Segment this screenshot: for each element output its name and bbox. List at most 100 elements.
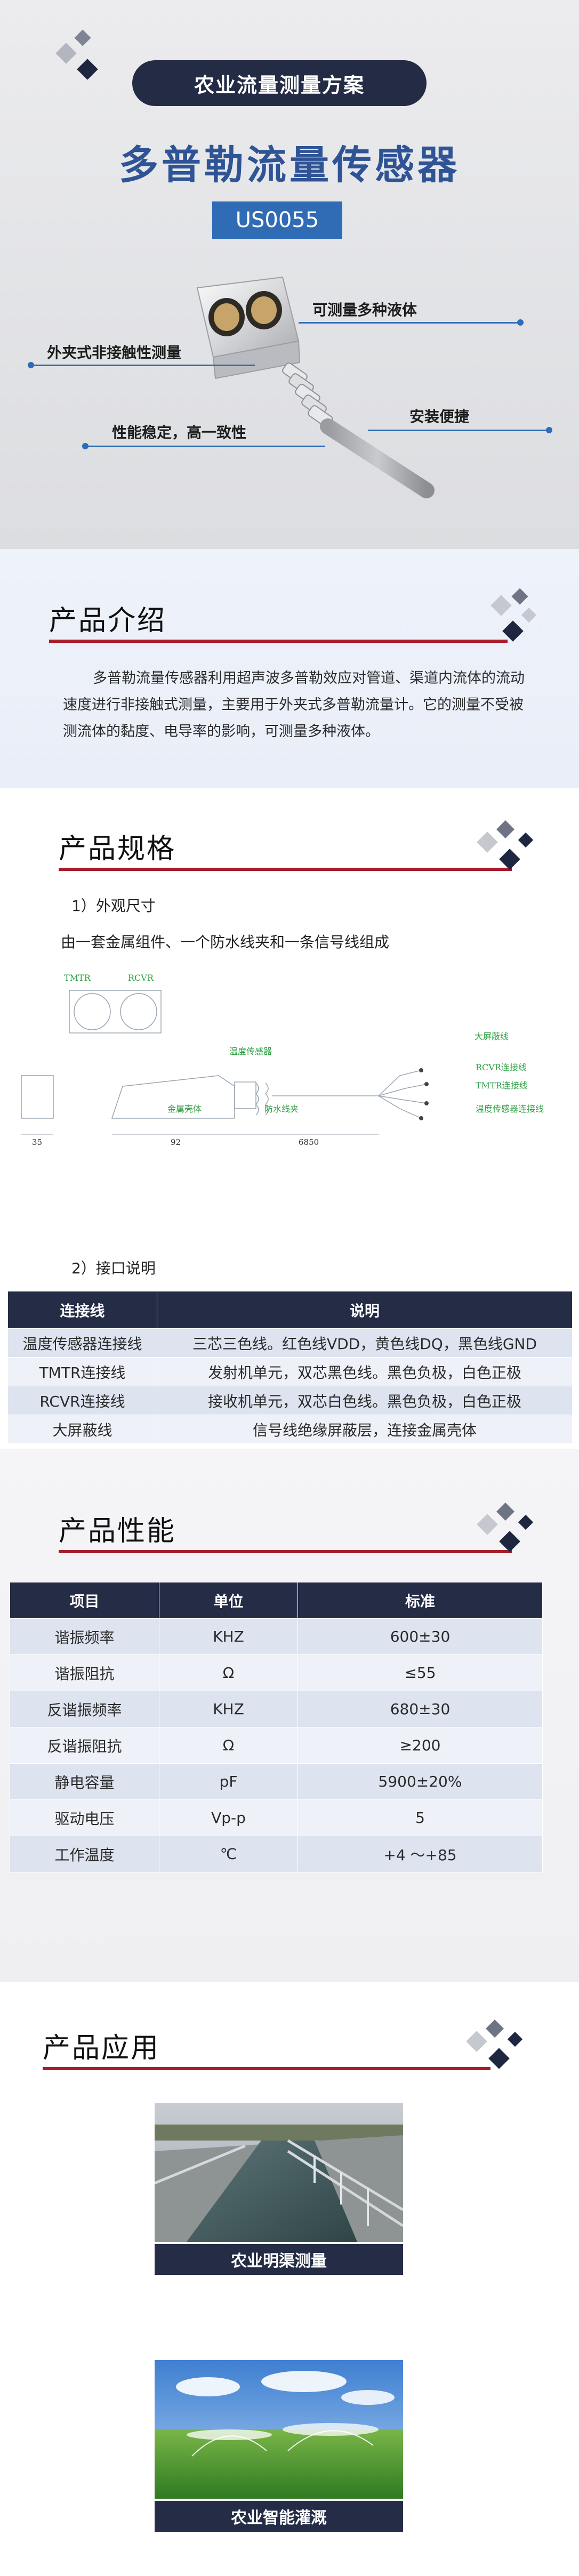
callout-dot [82,443,89,449]
label-tmtr-wire: TMTR连接线 [476,1080,528,1091]
table-header: 标准 [297,1582,543,1619]
table-row: 大屏蔽线 信号线绝缘屏蔽层，连接金属壳体 [7,1415,573,1444]
dimension-description: 由一套金属组件、一个防水线夹和一条信号线组成 [61,933,390,951]
sub-heading-dimensions: 1）外观尺寸 [71,897,156,915]
table-cell: 谐振频率 [10,1618,159,1655]
label-tmtr: TMTR [64,973,91,983]
callout-dot [517,319,524,326]
applications-section: 产品应用 [0,1982,579,2576]
section-underline [49,640,508,643]
table-cell: 反谐振阻抗 [10,1727,159,1764]
section-header: 产品规格 [0,809,579,884]
table-cell: 谐振阻抗 [10,1654,159,1691]
table-cell: 反谐振频率 [10,1691,159,1727]
dim-body: 92 [171,1137,181,1147]
table-cell: 发射机单元，双芯黑色线。黑色负极，白色正极 [157,1357,573,1386]
model-badge: US0055 [212,201,342,239]
table-header: 单位 [159,1582,298,1619]
table-cell: Vp-p [159,1799,298,1836]
table-cell: 三芯三色线。红色线VDD，黄色线DQ，黑色线GND [157,1328,573,1358]
table-cell: ℃ [159,1836,298,1872]
table-row: 温度传感器连接线 三芯三色线。红色线VDD，黄色线DQ，黑色线GND [7,1328,573,1358]
table-header-row: 连接线 说明 [7,1291,573,1329]
diamond-decoration [472,1501,547,1560]
interface-table: 连接线 说明 温度传感器连接线 三芯三色线。红色线VDD，黄色线DQ，黑色线GN… [7,1291,573,1444]
table-cell: 温度传感器连接线 [7,1328,157,1358]
dimension-diagram: TMTR RCVR 温度传感器 金属壳体 防水线夹 大屏蔽线 RCVR连接线 T… [21,973,544,1147]
solution-badge: 农业流量测量方案 [132,60,427,106]
table-cell: 静电容量 [10,1763,159,1800]
callout-install: 安装便捷 [409,408,470,425]
table-cell: 600±30 [297,1618,543,1655]
callout-line [31,365,255,366]
diamond-decoration [472,588,547,649]
table-cell: Ω [159,1727,298,1764]
irrigation-photo [155,2360,403,2499]
section-header: 产品介绍 [0,581,579,656]
dim-cable: 6850 [299,1137,319,1147]
table-row: 工作温度℃+4 ～+85 [10,1836,543,1872]
callout-stable: 性能稳定，高一致性 [112,424,247,441]
diamond-decoration [462,2018,536,2077]
table-cell: TMTR连接线 [7,1357,157,1386]
table-cell: Ω [159,1654,298,1691]
section-underline [59,868,512,871]
callout-clamp: 外夹式非接触性测量 [47,344,182,361]
sensor-product-image [196,276,435,498]
label-temp-sensor: 温度传感器 [229,1046,272,1056]
sub-heading-interface: 2）接口说明 [71,1259,156,1277]
application-card-irrigation: 农业智能灌溉 [155,2360,403,2532]
table-cell: 680±30 [297,1691,543,1727]
page-title: 多普勒流量传感器 [119,142,460,188]
intro-section: 产品介绍 多普勒流量传感器利用超声波多普勒效应对管道、渠道内流体的流动速度进行非… [0,549,579,788]
table-cell: 驱动电压 [10,1799,159,1836]
section-title: 产品规格 [59,833,176,865]
table-cell: KHZ [159,1618,298,1655]
dim-width: 35 [32,1137,42,1147]
label-rcvr-wire: RCVR连接线 [476,1062,527,1072]
callout-dot [546,427,552,433]
table-cell: ≥200 [297,1727,543,1764]
label-shield-wire: 大屏蔽线 [475,1031,509,1041]
intro-text: 多普勒流量传感器利用超声波多普勒效应对管道、渠道内流体的流动速度进行非接触式测量… [63,670,525,740]
section-title: 产品性能 [59,1515,176,1547]
table-row: TMTR连接线 发射机单元，双芯黑色线。黑色负极，白色正极 [7,1357,573,1386]
channel-photo [154,2103,404,2242]
application-caption: 农业智能灌溉 [155,2501,403,2532]
application-card-channel: 农业明渠测量 [154,2103,404,2275]
table-cell: pF [159,1763,298,1800]
table-cell: 信号线绝缘屏蔽层，连接金属壳体 [157,1415,573,1444]
table-cell: ≤55 [297,1654,543,1691]
section-underline [59,1550,512,1553]
section-header: 产品性能 [0,1491,579,1566]
section-title: 产品应用 [43,2032,160,2064]
specs-section: 产品规格 1）外观尺寸 由一套金属组件、一个防水线夹和一条信号线组成 [0,788,579,1449]
section-header: 产品应用 [0,2008,579,2083]
section-title: 产品介绍 [49,605,167,637]
table-cell: 5900±20% [297,1763,543,1800]
label-waterproof-clip: 防水线夹 [264,1104,299,1114]
callout-line [299,322,522,324]
table-cell: 工作温度 [10,1836,159,1872]
diamond-decoration [472,819,547,877]
table-header: 连接线 [7,1291,157,1329]
table-cell: 接收机单元，双芯白色线。黑色负极，白色正极 [157,1386,573,1415]
label-temp-wire: 温度传感器连接线 [476,1104,544,1114]
table-cell: KHZ [159,1691,298,1727]
table-cell: 5 [297,1799,543,1836]
table-header-row: 项目 单位 标准 [10,1582,543,1619]
table-header: 说明 [157,1291,573,1329]
diamond-decoration [55,29,112,85]
application-caption: 农业明渠测量 [155,2244,403,2275]
label-rcvr: RCVR [128,973,154,983]
table-row: RCVR连接线 接收机单元，双芯白色线。黑色负极，白色正极 [7,1386,573,1415]
table-cell: +4 ～+85 [297,1836,543,1872]
table-cell: 大屏蔽线 [7,1415,157,1444]
table-cell: RCVR连接线 [7,1386,157,1415]
